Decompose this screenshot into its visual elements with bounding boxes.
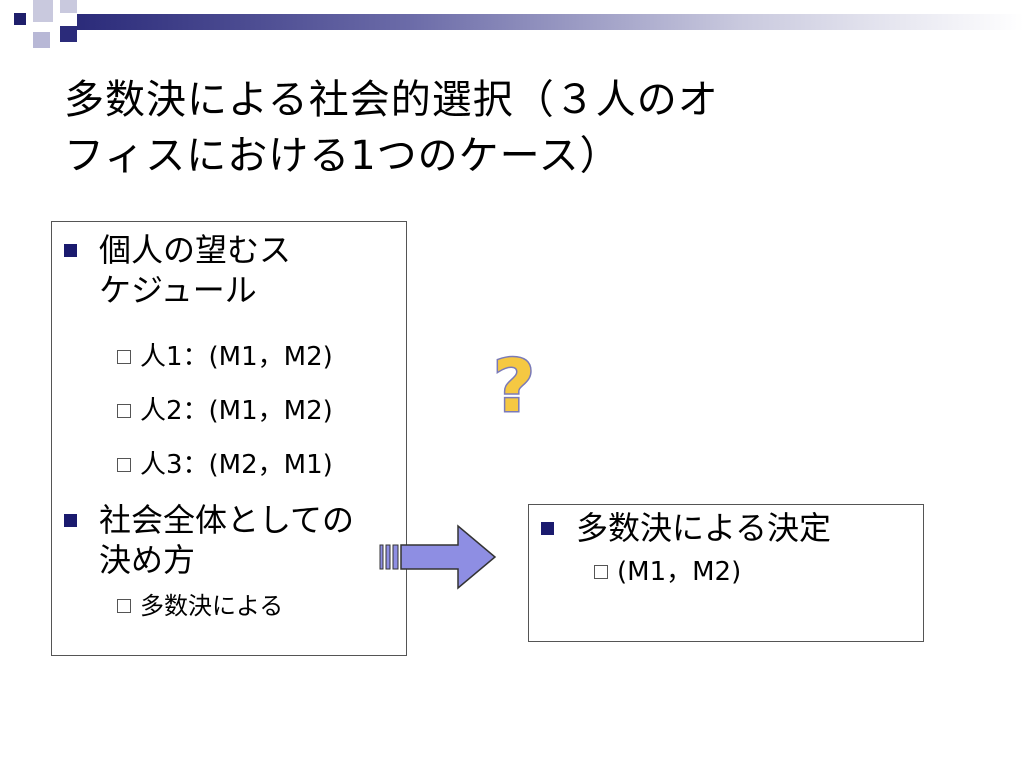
bullet-text-line: ケジュール [99,271,257,309]
square-bullet-icon [541,522,554,535]
preference-item: 人3：(M2，M1) [117,448,333,482]
method-label: 多数決による [140,592,284,620]
decor-square [60,0,77,13]
decor-square [14,13,26,25]
left-content-box [51,221,407,656]
hollow-square-bullet-icon [117,599,131,613]
header-gradient-band [77,14,1024,30]
title-line: フィスにおける1つのケース） [64,133,621,179]
preference-label: 人2：(M1，M2) [140,396,333,426]
hollow-square-bullet-icon [117,458,131,472]
hollow-square-bullet-icon [117,404,131,418]
square-bullet-icon [64,514,77,527]
preference-label: 人3：(M2，M1) [140,450,333,480]
bullet-social-decision-method: 社会全体としての 決め方 [64,500,354,580]
result-box [528,504,924,642]
right-arrow-icon [379,524,497,590]
preference-label: 人1：(M1，M2) [140,342,333,372]
title-line: 多数決による社会的選択（３人のオ [64,77,719,123]
result-label: (M1，M2) [617,557,742,587]
square-bullet-icon [64,244,77,257]
header-decoration [0,0,1024,60]
preference-item: 人1：(M1，M2) [117,340,333,374]
decor-square [33,0,53,22]
result-heading: 多数決による決定 [576,509,832,547]
bullet-text-line: 個人の望むス [99,231,292,269]
hollow-square-bullet-icon [594,565,608,579]
slide-title: 多数決による社会的選択（３人のオ フィスにおける1つのケース） [64,72,964,184]
bullet-text-line: 決め方 [99,541,196,579]
bullet-individual-preferences: 個人の望むス ケジュール [64,230,291,310]
question-mark-icon: ? [492,343,537,423]
bullet-majority-decision: 多数決による決定 [541,508,831,548]
hollow-square-bullet-icon [117,350,131,364]
decor-square [33,32,50,48]
svg-text:?: ? [493,344,535,423]
result-item: (M1，M2) [594,555,741,589]
preference-item: 人2：(M1，M2) [117,394,333,428]
bullet-text-line: 社会全体としての [99,501,355,539]
method-item: 多数決による [117,589,283,623]
decor-square [60,26,77,42]
